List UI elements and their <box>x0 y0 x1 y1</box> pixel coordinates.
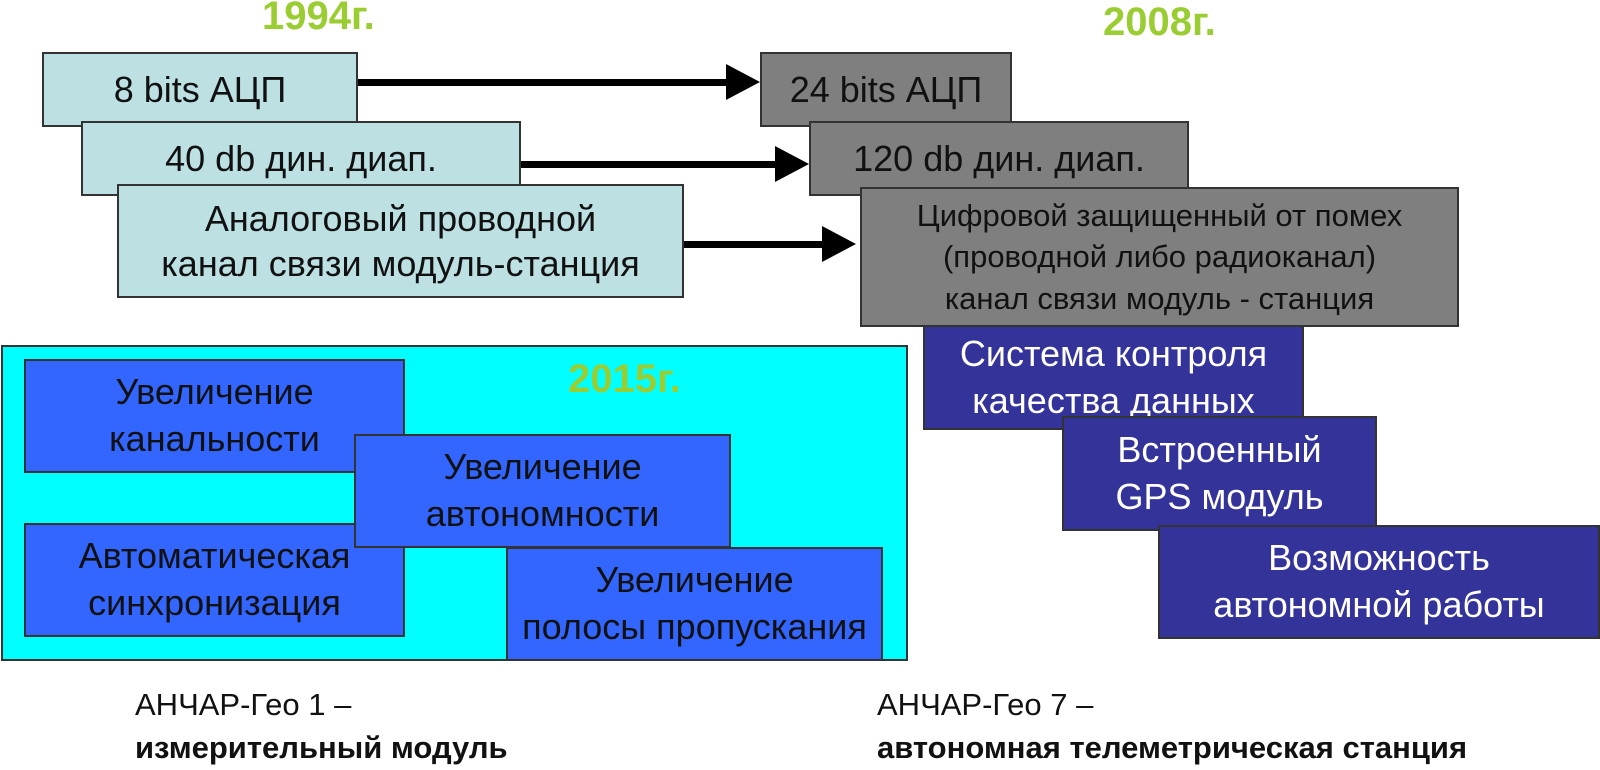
box-2015-sync-line1: Автоматическая <box>78 535 351 577</box>
box-2008-dynamic-range: 120 db дин. диап. <box>809 121 1189 196</box>
caption-ankhar-geo-7-title: АНЧАР-Гео 7 – <box>877 687 1094 722</box>
box-2008-gps-line2: GPS модуль <box>1115 475 1324 517</box>
box-2015-sync-line2: синхронизация <box>88 582 341 623</box>
arrow-channel-line <box>684 241 826 248</box>
box-1994-dynamic-range-text: 40 db дин. диап. <box>165 138 437 179</box>
box-2008-quality-line2: качества данных <box>972 379 1255 421</box>
box-2015-bandwidth-line2: полосы пропускания <box>522 606 867 647</box>
caption-ankhar-geo-1-title: АНЧАР-Гео 1 – <box>135 687 352 722</box>
box-2008-channel-line3: канал связи модуль - станция <box>944 280 1375 316</box>
box-2008-adc: 24 bits АЦП <box>760 52 1012 127</box>
box-2008-autonomy-line1: Возможность <box>1268 537 1490 579</box>
arrow-dynamic-range-line <box>521 161 779 168</box>
arrow-adc-line <box>358 79 730 86</box>
box-2008-dynamic-range-text: 120 db дин. диап. <box>853 138 1145 179</box>
box-1994-dynamic-range: 40 db дин. диап. <box>81 121 521 196</box>
box-1994-channel: Аналоговый проводной канал связи модуль-… <box>117 184 684 298</box>
box-2008-channel-line2: (проводной либо радиоканал) <box>942 239 1377 275</box>
box-2008-autonomy: Возможность автономной работы <box>1158 525 1600 639</box>
box-2015-autonomy: Увеличение автономности <box>354 434 731 548</box>
caption-ankhar-geo-7: АНЧАР-Гео 7 – автономная телеметрическая… <box>877 684 1467 770</box>
caption-ankhar-geo-1-subtitle: измерительный модуль <box>135 729 508 765</box>
box-2015-sync: Автоматическая синхронизация <box>24 523 405 637</box>
box-2015-bandwidth-line1: Увеличение <box>595 559 794 601</box>
box-2008-channel-line1: Цифровой защищенный от помех <box>916 198 1403 234</box>
box-2015-bandwidth: Увеличение полосы пропускания <box>506 547 883 661</box>
box-2015-channels-line2: канальности <box>109 418 320 459</box>
box-2008-gps-line1: Встроенный <box>1117 428 1322 470</box>
box-2015-autonomy-line1: Увеличение <box>443 446 642 488</box>
arrow-adc-head <box>726 64 760 100</box>
box-2008-quality-control: Система контроля качества данных <box>923 325 1304 430</box>
box-2015-channels-line1: Увеличение <box>115 371 314 413</box>
box-1994-adc-text: 8 bits АЦП <box>113 69 287 110</box>
box-2008-channel: Цифровой защищенный от помех (проводной … <box>860 187 1459 327</box>
year-2008-label: 2008г. <box>1103 0 1216 44</box>
year-1994-label: 1994г. <box>262 0 375 38</box>
caption-ankhar-geo-7-subtitle: автономная телеметрическая станция <box>877 729 1468 765</box>
box-2008-quality-line1: Система контроля <box>959 332 1268 374</box>
box-1994-channel-line2: канал связи модуль-станция <box>161 243 640 284</box>
box-2008-gps: Встроенный GPS модуль <box>1062 416 1377 531</box>
box-2015-autonomy-line2: автономности <box>425 493 660 534</box>
box-2008-adc-text: 24 bits АЦП <box>789 69 983 110</box>
arrow-channel-head <box>822 226 856 262</box>
box-1994-channel-line1: Аналоговый проводной <box>204 198 597 239</box>
box-2015-channels: Увеличение канальности <box>24 359 405 473</box>
box-1994-adc: 8 bits АЦП <box>42 52 358 127</box>
year-2015-label: 2015г. <box>568 357 681 401</box>
box-2008-autonomy-line2: автономной работы <box>1213 584 1545 625</box>
caption-ankhar-geo-1: АНЧАР-Гео 1 – измерительный модуль <box>135 684 508 770</box>
arrow-dynamic-range-head <box>775 146 809 182</box>
